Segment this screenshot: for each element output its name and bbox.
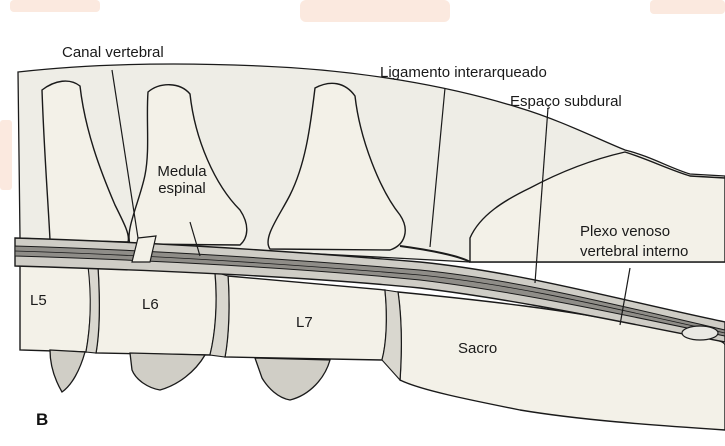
- canal-vertebral-label: Canal vertebral: [62, 44, 164, 61]
- vertebral-bodies: [20, 262, 725, 430]
- plexo-label-line2: vertebral interno: [580, 242, 688, 262]
- plexo-label-line1: Plexo venoso: [580, 222, 688, 242]
- medula-label-line1: Medula: [144, 163, 220, 180]
- panel-letter: B: [36, 410, 48, 430]
- vertebra-label-sacro: Sacro: [458, 340, 497, 357]
- medula-label-line2: espinal: [144, 180, 220, 197]
- vertebra-label-l5: L5: [30, 292, 47, 309]
- vertebra-label-l6: L6: [142, 296, 159, 313]
- plexo-label: Plexo venoso vertebral interno: [580, 222, 688, 262]
- medula-label: Medula espinal: [144, 163, 220, 197]
- espaco-subdural-label: Espaço subdural: [510, 93, 622, 110]
- venous-plexus: [682, 326, 718, 340]
- vertebra-label-l7: L7: [296, 314, 313, 331]
- ligamento-label: Ligamento interarqueado: [380, 64, 547, 81]
